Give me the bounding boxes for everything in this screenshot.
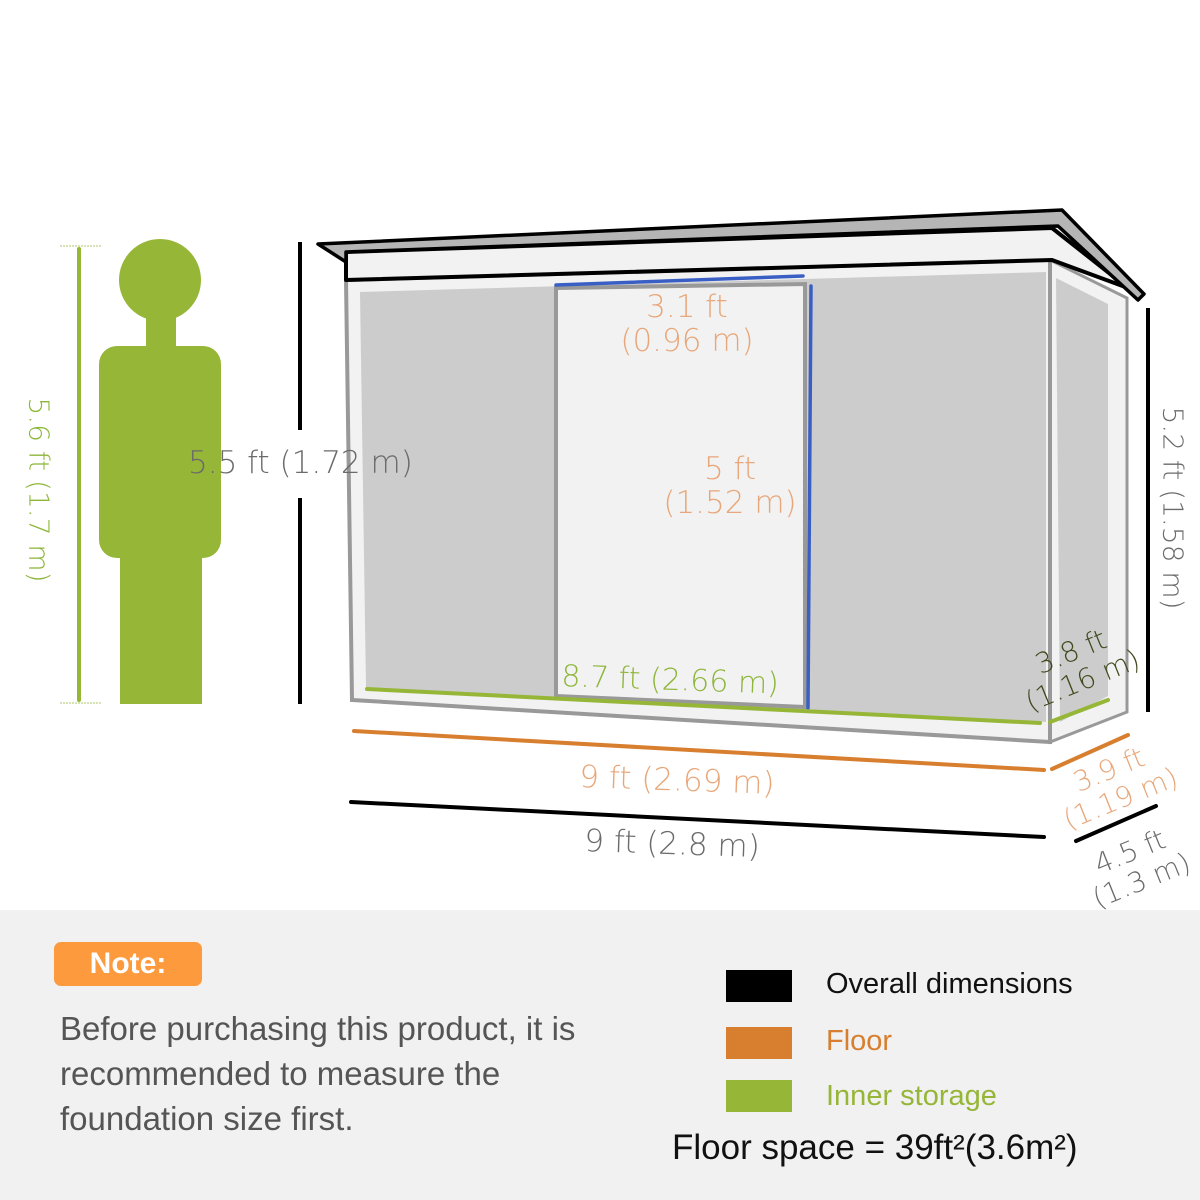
shed-dimension-diagram: 5.6 ft (1.7 m) 5.5 ft (1.72 m) 3.1 ft (0…: [22, 208, 1195, 915]
legend-label-floor: Floor: [826, 1025, 893, 1057]
person-height-line: [60, 245, 102, 704]
legend-label-inner: Inner storage: [826, 1080, 997, 1112]
legend-item-floor: Floor: [726, 1025, 892, 1059]
person-height-label: 5.6 ft (1.7 m): [22, 397, 56, 583]
door-height-m: (1.52 m): [663, 485, 797, 522]
legend-item-inner: Inner storage: [726, 1080, 997, 1112]
shed-roof: [316, 208, 1146, 302]
inner-storage-lines: [365, 687, 1110, 725]
inner-width-label: 8.7 ft (2.66 m): [560, 659, 780, 702]
overall-width-label: 9 ft (2.8 m): [583, 823, 761, 866]
floor-width-label: 9 ft (2.69 m): [578, 759, 776, 802]
floor-lines: [352, 729, 1130, 772]
rear-height-label: 5.2 ft (1.58 m): [1156, 406, 1190, 610]
legend-swatch-floor: [726, 1027, 792, 1059]
floor-space-text: Floor space = 39ft²(3.6m²): [672, 1128, 1078, 1167]
door-height-label: 5 ft (1.52 m): [655, 452, 805, 520]
shed-illustration: [60, 208, 1158, 843]
person-silhouette-icon: [99, 239, 221, 704]
door-width-m: (0.96 m): [620, 323, 754, 360]
note-text: Before purchasing this product, it is re…: [60, 1010, 576, 1137]
door-width-label: 3.1 ft (0.96 m): [612, 290, 762, 358]
overall-height-label: 5.5 ft (1.72 m): [188, 445, 413, 481]
note-badge: Note:: [54, 942, 202, 986]
door-width-ft: 3.1 ft: [646, 289, 728, 325]
shed-side-panel: [1048, 257, 1129, 745]
legend-swatch-inner: [726, 1080, 792, 1112]
legend-label-overall: Overall dimensions: [826, 968, 1073, 1000]
legend-item-overall: Overall dimensions: [726, 968, 1073, 1002]
overall-lines: [349, 800, 1158, 843]
legend-swatch-overall: [726, 970, 792, 1002]
door-opening: [554, 274, 813, 710]
door-height-ft: 5 ft: [703, 451, 757, 487]
